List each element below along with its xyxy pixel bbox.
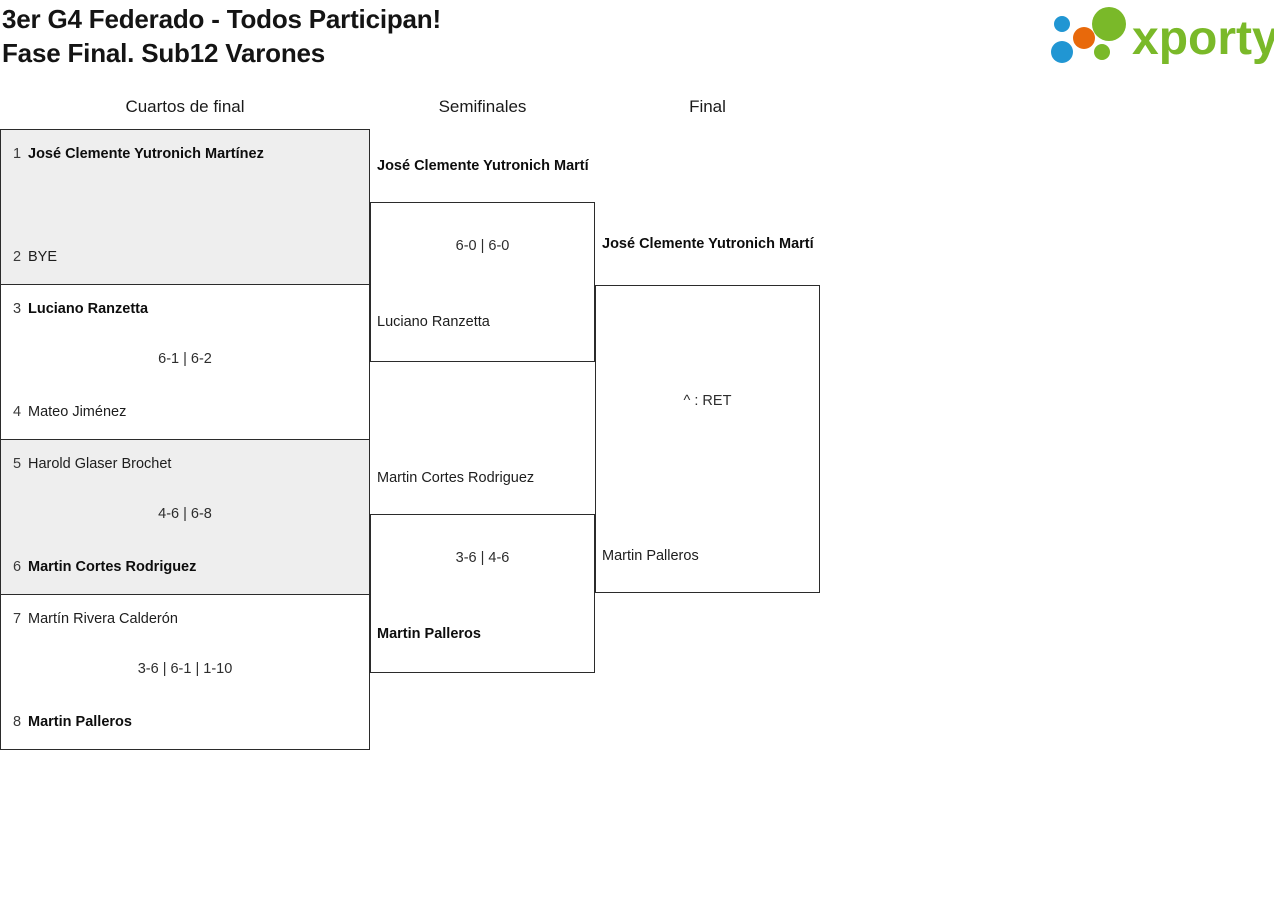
- logo-dot-green-large: [1092, 7, 1126, 41]
- player-name[interactable]: Martin Palleros: [602, 548, 699, 564]
- match-score: 4-6 | 6-8: [158, 506, 212, 522]
- player-name[interactable]: Mateo Jiménez: [28, 404, 127, 420]
- player-name[interactable]: Martin Palleros: [377, 626, 481, 642]
- seed-number: 4: [12, 404, 22, 420]
- seed-number: 1: [12, 146, 22, 162]
- round-label-semifinals: Semifinales: [438, 97, 527, 116]
- seed-number: 6: [12, 559, 22, 575]
- round-label-final: Final: [689, 97, 726, 116]
- match-score: 6-1 | 6-2: [158, 351, 212, 367]
- logo-wordmark: xporty: [1132, 12, 1274, 65]
- page-header: 3er G4 Federado - Todos Participan! Fase…: [0, 0, 1280, 78]
- logo-dot-blue-large: [1051, 41, 1073, 63]
- player-name[interactable]: Martin Cortes Rodriguez: [28, 559, 197, 575]
- round-label-quarterfinals: Cuartos de final: [125, 97, 245, 116]
- seed-number: 2: [12, 249, 22, 265]
- player-name[interactable]: Luciano Ranzetta: [28, 301, 149, 317]
- match-quarterfinal-1[interactable]: 1 José Clemente Yutronich Martínez 2 BYE: [0, 129, 370, 284]
- seed-number: 7: [12, 611, 22, 627]
- page-title-line2: Fase Final. Sub12 Varones: [2, 38, 326, 68]
- player-name[interactable]: José Clemente Yutronich Martí: [602, 236, 814, 252]
- player-name[interactable]: Martín Rivera Calderón: [28, 611, 178, 627]
- match-score: 3-6 | 6-1 | 1-10: [137, 661, 233, 677]
- player-name[interactable]: Martin Palleros: [28, 714, 132, 730]
- match-score: 3-6 | 4-6: [455, 550, 510, 566]
- xporty-logo[interactable]: xporty: [1044, 4, 1279, 70]
- logo-dot-orange: [1073, 27, 1095, 49]
- player-name[interactable]: Martin Cortes Rodriguez: [377, 470, 535, 486]
- match-quarterfinal-4[interactable]: 7 Martín Rivera Calderón 8 Martin Paller…: [0, 594, 370, 750]
- logo-dot-green-small: [1094, 44, 1110, 60]
- seed-number: 8: [12, 714, 22, 730]
- seed-number: 5: [12, 456, 22, 472]
- logo-dot-blue-small: [1054, 16, 1070, 32]
- player-name[interactable]: Luciano Ranzetta: [377, 314, 490, 330]
- match-final[interactable]: ^ : RET: [595, 285, 820, 593]
- player-name[interactable]: BYE: [28, 249, 58, 265]
- match-semifinal-1[interactable]: 6-0 | 6-0: [370, 202, 595, 362]
- player-name[interactable]: Harold Glaser Brochet: [28, 456, 172, 472]
- match-quarterfinal-2[interactable]: 3 Luciano Ranzetta 4 Mateo Jiménez 6-1 |…: [0, 284, 370, 439]
- player-name[interactable]: José Clemente Yutronich Martí: [377, 158, 589, 174]
- page-title-line1: 3er G4 Federado - Todos Participan!: [2, 4, 441, 34]
- match-quarterfinal-3[interactable]: 5 Harold Glaser Brochet 6 Martin Cortes …: [0, 439, 370, 594]
- seed-number: 3: [12, 301, 22, 317]
- xporty-logo-svg: xporty: [1051, 7, 1279, 65]
- player-name[interactable]: José Clemente Yutronich Martínez: [28, 146, 264, 162]
- page-title: 3er G4 Federado - Todos Participan! Fase…: [2, 2, 441, 70]
- match-score: ^ : RET: [683, 393, 732, 409]
- match-semifinal-2[interactable]: 3-6 | 4-6: [370, 514, 595, 673]
- match-score: 6-0 | 6-0: [455, 238, 510, 254]
